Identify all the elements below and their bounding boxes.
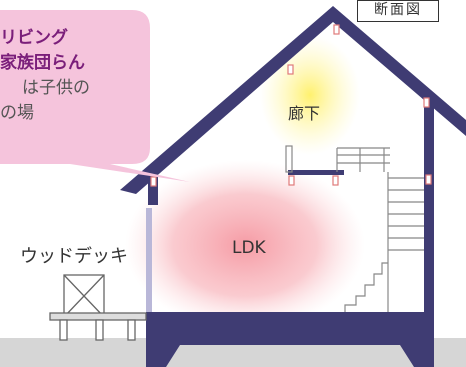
- bubble-text: リビング 家族団らん は子供の の場: [0, 26, 150, 126]
- wood-deck: [49, 274, 147, 341]
- bubble-line-3: は子供の: [22, 78, 90, 98]
- diagram-title-badge: 断面図: [357, 0, 439, 22]
- corridor-label: 廊下: [288, 104, 321, 123]
- left-wall-upper: [148, 175, 158, 205]
- bubble-line-4: の場: [0, 103, 34, 123]
- deck-label: ウッドデッキ: [20, 246, 128, 267]
- ldk-glow: [125, 160, 365, 330]
- foundation: [146, 312, 434, 367]
- right-wall: [424, 100, 434, 320]
- upper-railing: [285, 145, 390, 173]
- light-fixtures: [150, 24, 432, 187]
- roof: [120, 6, 466, 194]
- upper-floor: [288, 170, 344, 175]
- speech-bubble: [0, 10, 190, 182]
- bubble-line-2: 家族団らん: [0, 53, 85, 73]
- ldk-label: LDK: [232, 238, 266, 258]
- bubble-line-1: リビング: [0, 28, 68, 48]
- left-window: [146, 208, 152, 312]
- corridor-glow: [260, 35, 360, 155]
- staircase: [344, 172, 424, 312]
